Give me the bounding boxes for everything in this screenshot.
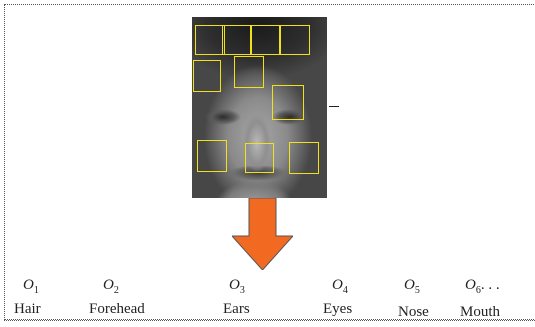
region-box-cheek-left bbox=[197, 140, 227, 172]
region-box-cheek-right bbox=[289, 142, 319, 174]
symbol-label-1: O1 bbox=[23, 277, 39, 296]
region-box-forehead-2 bbox=[234, 56, 264, 88]
face-photo bbox=[192, 17, 327, 198]
part-label-ears: Ears bbox=[223, 301, 250, 317]
down-arrow-shape bbox=[232, 198, 293, 270]
region-box-hair-1 bbox=[195, 25, 225, 55]
symbol-ellipsis: . . . bbox=[480, 277, 500, 293]
region-box-eye bbox=[272, 85, 304, 120]
part-label-forehead: Forehead bbox=[89, 301, 145, 317]
symbol-label-3: O3 bbox=[229, 277, 245, 296]
frame-bottom-line bbox=[4, 320, 535, 321]
region-box-nose-mouth bbox=[245, 143, 274, 173]
region-box-forehead-1 bbox=[193, 60, 221, 92]
region-box-hair-2 bbox=[222, 25, 252, 55]
symbol-label-4: O4 bbox=[332, 277, 348, 296]
part-label-mouth: Mouth bbox=[460, 304, 501, 320]
down-arrow-icon bbox=[232, 198, 293, 270]
part-label-nose: Nose bbox=[398, 304, 429, 320]
diagram-frame bbox=[4, 4, 535, 320]
region-box-hair-3 bbox=[250, 25, 280, 55]
face-marker-tick bbox=[329, 106, 339, 107]
symbol-label-2: O2 bbox=[103, 277, 119, 296]
part-label-eyes: Eyes bbox=[323, 301, 353, 317]
symbol-label-5: O5 bbox=[404, 277, 420, 296]
symbol-label-6: O6. . . bbox=[465, 277, 500, 296]
part-label-hair: Hair bbox=[14, 301, 41, 317]
region-box-hair-4 bbox=[280, 25, 310, 55]
